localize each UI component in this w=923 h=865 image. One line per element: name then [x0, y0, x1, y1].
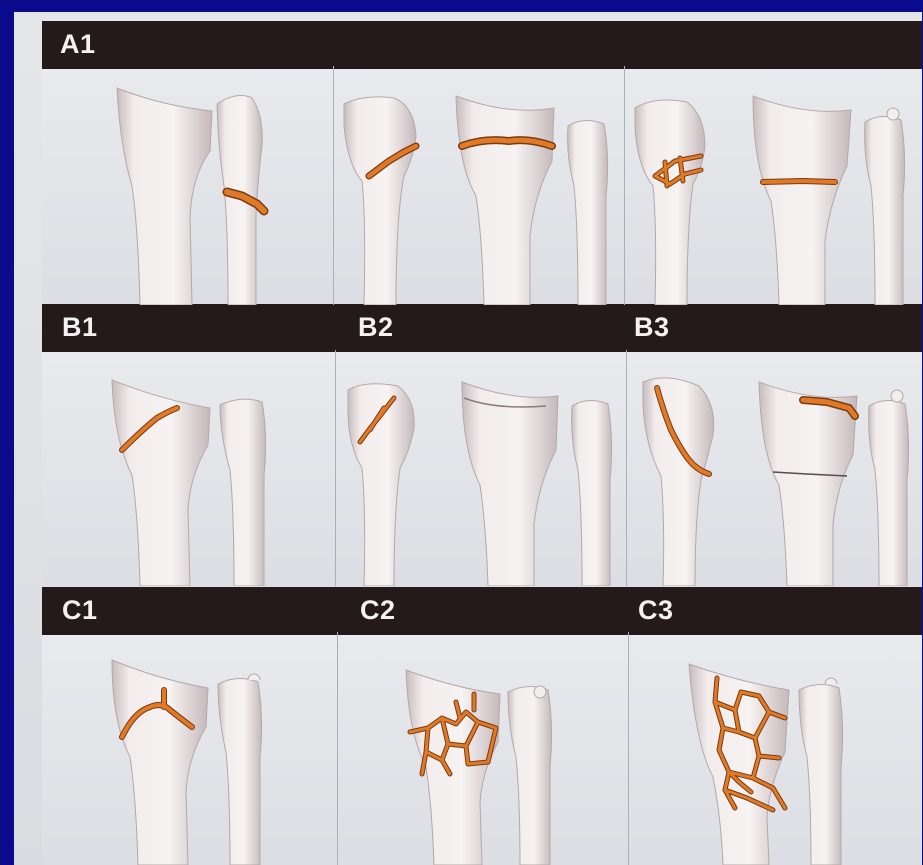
- band-label-c3: C3: [638, 595, 674, 626]
- panel-b3: [627, 350, 922, 586]
- radius-ap-view-icon: [753, 96, 851, 305]
- panel-c1: [42, 632, 337, 865]
- ulna-bone-icon: [865, 116, 905, 305]
- radius-bone-icon: [112, 380, 210, 586]
- ulnar-styloid-icon: [887, 108, 899, 120]
- radius-lateral-view-icon: [635, 100, 705, 305]
- panel-c2: [338, 632, 628, 865]
- panel-a3: [625, 66, 922, 305]
- band-label-b1: B1: [62, 312, 98, 343]
- ulnar-styloid-icon: [534, 686, 546, 698]
- ulna-bone-icon: [218, 678, 262, 865]
- panel-a1: [42, 66, 333, 305]
- band-row-a: A1: [42, 21, 922, 69]
- panel-b1: [42, 350, 335, 586]
- band-row-b: B1 B2 B3: [42, 304, 922, 352]
- radius-ap-view-icon: [759, 382, 857, 586]
- band-label-b2: B2: [358, 312, 394, 343]
- radius-ap-view-icon: [462, 382, 558, 586]
- ulna-bone-icon: [508, 686, 552, 865]
- band-label-a1: A1: [60, 29, 96, 60]
- panel-c3: [629, 632, 922, 865]
- radius-bone-icon: [406, 670, 500, 865]
- classification-chart: A1 B1 B2 B3 C1 C2 C3: [14, 12, 922, 865]
- ulna-bone-icon: [869, 400, 909, 586]
- ulna-bone-icon: [568, 120, 608, 305]
- radius-bone-icon: [117, 88, 212, 305]
- ulna-bone-icon: [799, 684, 843, 865]
- band-row-c: C1 C2 C3: [42, 587, 922, 635]
- radius-ap-view-icon: [456, 96, 554, 305]
- ulna-bone-icon: [220, 399, 266, 586]
- band-label-c2: C2: [360, 595, 396, 626]
- ulna-bone-icon: [572, 400, 612, 586]
- panel-b2: [336, 350, 626, 586]
- band-label-b3: B3: [634, 312, 670, 343]
- panel-a2: [334, 66, 624, 305]
- radius-lateral-view-icon: [643, 378, 714, 586]
- radius-bone-icon: [112, 660, 208, 865]
- ulnar-styloid-icon: [891, 390, 903, 402]
- band-label-c1: C1: [62, 595, 98, 626]
- radius-lateral-view-icon: [344, 97, 416, 305]
